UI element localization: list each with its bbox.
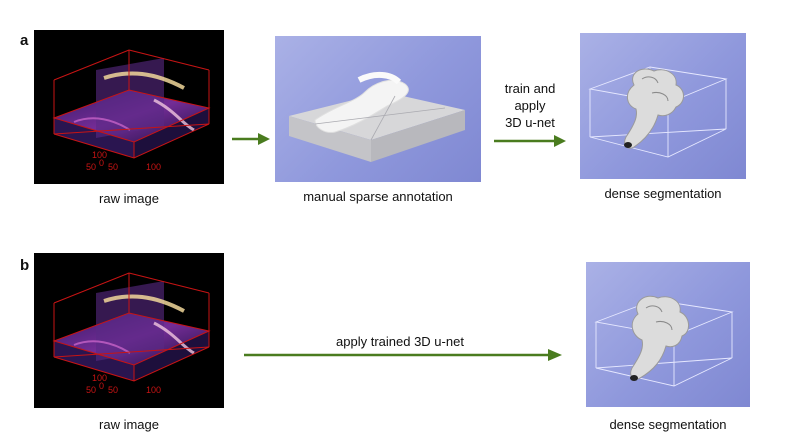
axis-tick-label: 0	[99, 158, 104, 168]
axis-tick-label: 50	[86, 385, 96, 395]
dense-segmentation-image-a	[580, 33, 746, 179]
segmentation-volume-render	[594, 295, 734, 387]
raw-image-a: 100 50 0 50 100	[34, 30, 224, 184]
arrow-annotation-to-segmentation	[494, 134, 566, 148]
axis-tick-label: 50	[108, 162, 118, 172]
arrow-raw-to-segmentation	[244, 348, 562, 362]
apply-trained-label: apply trained 3D u-net	[336, 334, 464, 349]
train-apply-label-line: 3D u-net	[505, 115, 555, 130]
segmentation-volume-render	[588, 66, 728, 158]
annotation-caption: manual sparse annotation	[303, 189, 453, 204]
raw-image-caption-a: raw image	[99, 191, 159, 206]
panel-label-a: a	[20, 32, 29, 49]
train-apply-label: train and apply 3D u-net	[490, 80, 570, 131]
axis-tick-label: 50	[108, 385, 118, 395]
axis-tick-label: 100	[146, 385, 161, 395]
annotation-volume-render	[289, 72, 465, 162]
arrow-raw-to-annotation	[232, 132, 270, 146]
train-apply-label-line: apply	[514, 98, 546, 113]
dense-segmentation-caption-a: dense segmentation	[604, 186, 722, 201]
panel-label-b: b	[20, 257, 30, 274]
axis-tick-label: 100	[92, 150, 107, 160]
raw-image-caption-b: raw image	[99, 417, 159, 432]
axis-tick-label: 100	[146, 162, 161, 172]
raw-volume-render: 100 50 0 50 100	[52, 49, 211, 172]
train-apply-label-line: train and	[504, 81, 556, 96]
dense-segmentation-caption-b: dense segmentation	[609, 417, 727, 432]
raw-volume-render: 100 50 0 50 100	[52, 272, 211, 395]
sparse-annotation-image	[275, 36, 481, 182]
dense-segmentation-image-b	[586, 262, 750, 407]
axis-tick-label: 100	[92, 373, 107, 383]
raw-image-b: 100 50 0 50 100	[34, 253, 224, 408]
axis-tick-label: 50	[86, 162, 96, 172]
axis-tick-label: 0	[99, 381, 104, 391]
